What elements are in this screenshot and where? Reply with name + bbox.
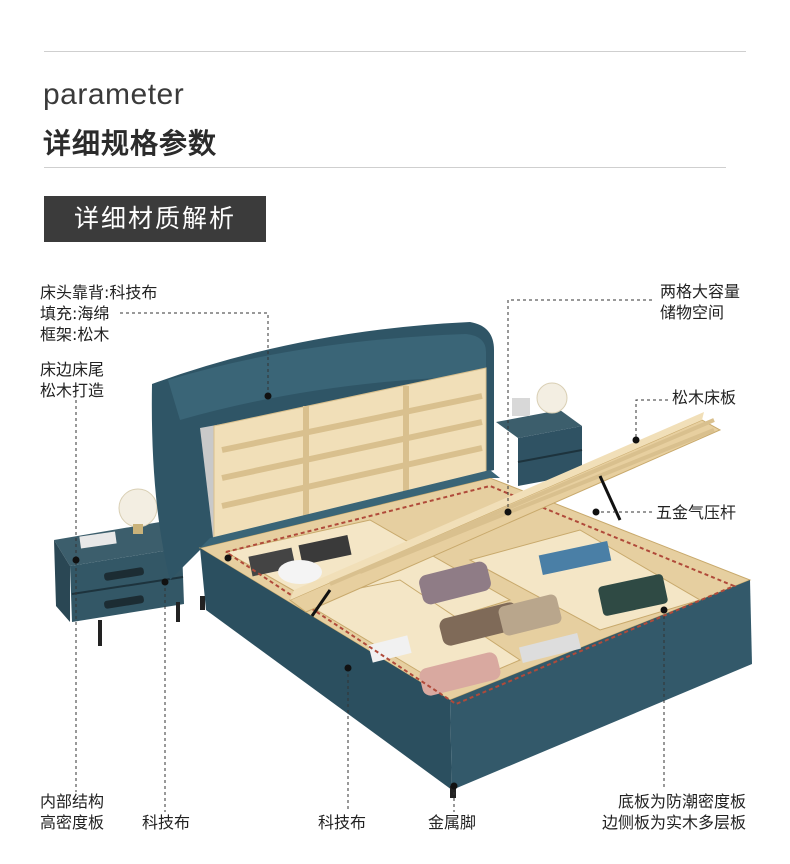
left-nightstand: [54, 488, 184, 646]
label-fabric-center: 科技布: [318, 813, 367, 832]
label-fabric-left: 科技布: [142, 813, 191, 832]
title-divider: [44, 167, 726, 168]
slat-panel: [289, 412, 722, 617]
label-metal-feet: 金属脚: [428, 813, 477, 832]
bed-base: [198, 470, 752, 798]
label-bed-side: 床边床尾 松木打造: [40, 360, 105, 400]
page-title-chinese: 详细规格参数: [43, 127, 218, 160]
section-tag: 详细材质解析: [44, 196, 266, 242]
label-headboard: 床头靠背:科技布 填充:海绵 框架:松木: [40, 283, 158, 344]
top-divider: [44, 51, 746, 52]
label-storage: 两格大容量 储物空间: [660, 282, 741, 322]
page-title-english: parameter: [43, 78, 185, 111]
label-slats: 松木床板: [672, 388, 737, 407]
headboard: [151, 322, 494, 580]
label-panels: 底板为防潮密度板 边侧板为实木多层板: [602, 792, 747, 832]
leader-lines: [75, 299, 668, 812]
right-nightstand: [496, 382, 583, 486]
label-gas-strut: 五金气压杆: [656, 503, 737, 522]
label-inner-structure: 内部结构 高密度板: [40, 792, 105, 832]
leader-dots: [72, 392, 668, 790]
